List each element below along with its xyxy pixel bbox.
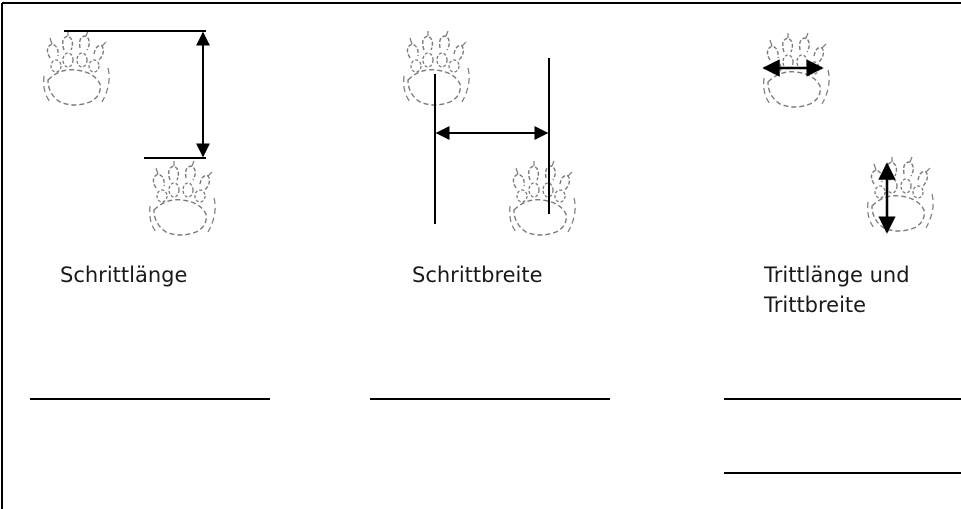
label-track-size-line1: Trittlänge und [764,263,910,287]
panel-track-size [762,32,934,234]
answer-line-track-width[interactable] [724,472,961,474]
label-stride-width: Schrittbreite [412,263,543,287]
label-track-size-line2: Trittbreite [764,293,867,317]
paw-print-icon [42,30,110,106]
panel-stride-width [402,30,576,236]
answer-line-stride-width[interactable] [370,398,610,400]
paw-print-icon [508,160,576,236]
answer-line-stride-length[interactable] [30,398,270,400]
paw-print-icon [762,32,830,108]
label-stride-length: Schrittlänge [60,263,188,287]
panel-stride-length [42,30,216,236]
paw-print-icon [866,156,934,232]
paw-print-icon [148,160,216,236]
paw-print-icon [402,30,470,106]
answer-line-track-length[interactable] [724,398,961,400]
